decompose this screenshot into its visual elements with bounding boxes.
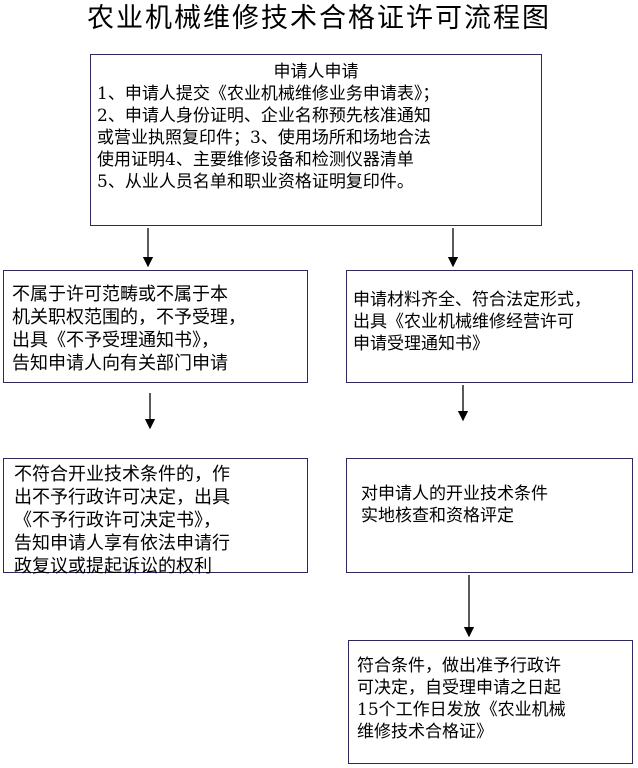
- license-granted-line: 符合条件，做出准予行政许: [357, 656, 561, 676]
- page-title: 农业机械维修技术合格证许可流程图: [87, 3, 551, 34]
- not-accepted-line: 出具《不予受理通知书》，: [12, 330, 219, 351]
- license-granted-line: 维修技术合格证》: [357, 722, 493, 742]
- accepted-line: 出具《农业机械维修经营许可: [353, 312, 574, 332]
- accepted-line: 申请材料齐全、符合法定形式，: [353, 290, 591, 310]
- application-heading: 申请人申请: [273, 62, 359, 82]
- license-granted-line: 可决定，自受理申请之日起: [357, 678, 561, 698]
- site-inspection-line: 实地核查和资格评定: [361, 506, 514, 526]
- accepted-line: 申请受理通知书》: [353, 334, 489, 354]
- license-denied-line: 不符合开业技术条件的，作: [14, 464, 230, 485]
- site-inspection-box: 对申请人的开业技术条件 实地核查和资格评定: [346, 458, 633, 573]
- application-line: 或营业执照复印件；3、使用场所和场地合法: [97, 128, 431, 148]
- site-inspection-line: 对申请人的开业技术条件: [361, 484, 548, 504]
- license-denied-line: 《不予行政许可决定书》，: [14, 510, 221, 531]
- license-denied-box: 不符合开业技术条件的，作 出不予行政许可决定，出具 《不予行政许可决定书》， 告…: [3, 458, 308, 577]
- not-accepted-line: 不属于许可范畴或不属于本: [12, 284, 228, 305]
- not-accepted-box: 不属于许可范畴或不属于本 机关职权范围的，不予受理， 出具《不予受理通知书》， …: [3, 270, 308, 383]
- application-line: 5、从业人员名单和职业资格证明复印件。: [97, 172, 414, 192]
- license-granted-line: 15个工作日发放《农业机械: [357, 700, 566, 720]
- license-denied-line: 告知申请人享有依法申请行: [14, 533, 230, 554]
- not-accepted-line: 机关职权范围的，不予受理，: [12, 307, 246, 328]
- license-denied-line: 政复议或提起诉讼的权利: [14, 556, 212, 577]
- not-accepted-line: 告知申请人向有关部门申请: [12, 353, 228, 374]
- license-granted-box: 符合条件，做出准予行政许 可决定，自受理申请之日起 15个工作日发放《农业机械 …: [348, 640, 633, 764]
- license-denied-line: 出不予行政许可决定，出具: [14, 487, 230, 508]
- accepted-box: 申请材料齐全、符合法定形式， 出具《农业机械维修经营许可 申请受理通知书》: [346, 270, 633, 383]
- application-line: 1、申请人提交《农业机械维修业务申请表》；: [97, 84, 440, 104]
- application-box: 申请人申请 1、申请人提交《农业机械维修业务申请表》； 2、申请人身份证明、企业…: [90, 54, 542, 226]
- application-line: 使用证明4、主要维修设备和检测仪器清单: [97, 150, 414, 170]
- application-line: 2、申请人身份证明、企业名称预先核准通知: [97, 106, 431, 126]
